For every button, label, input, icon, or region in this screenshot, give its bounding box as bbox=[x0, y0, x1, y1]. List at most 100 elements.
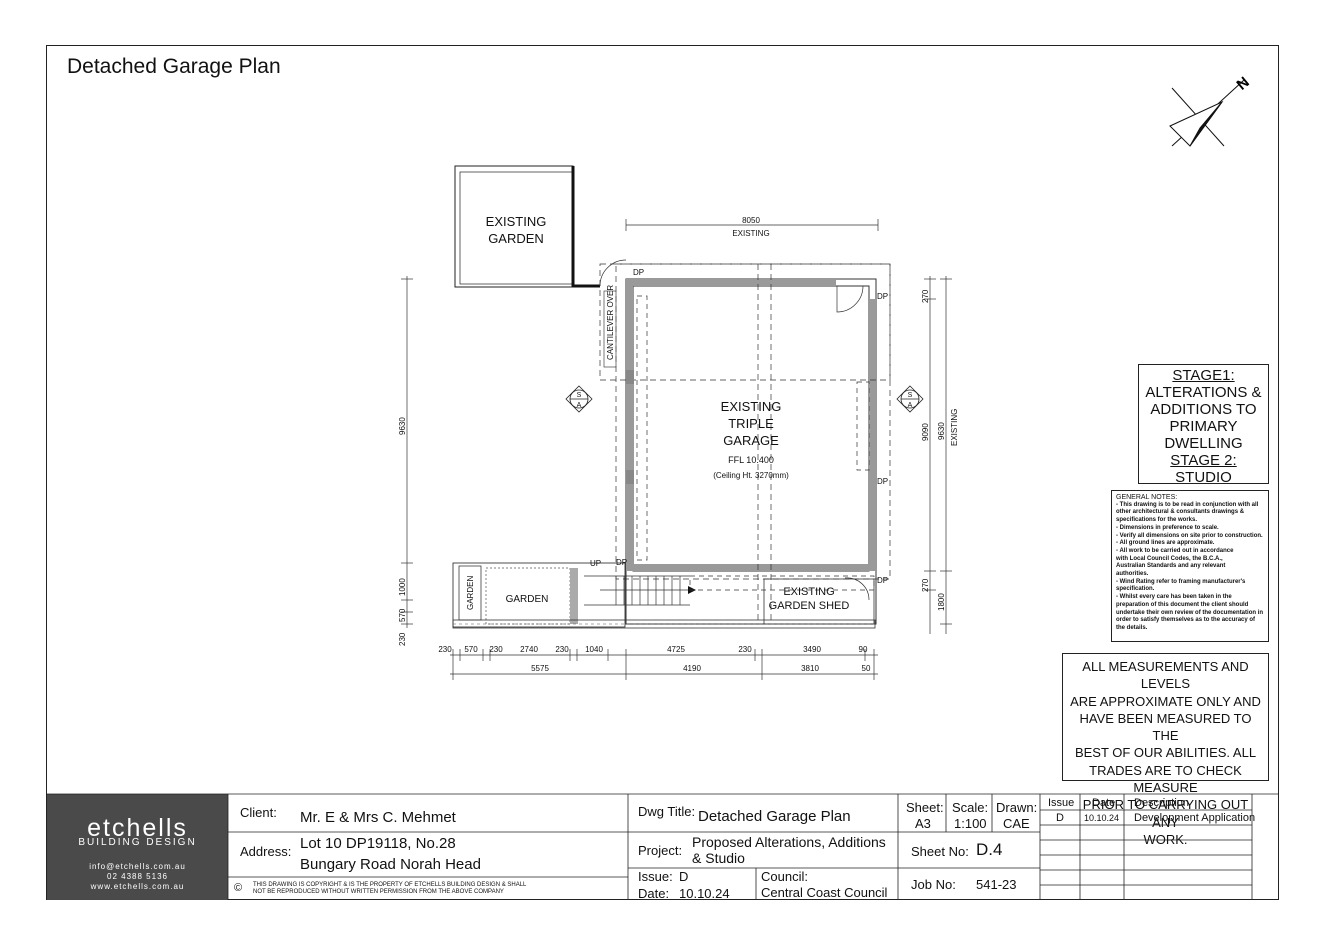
dim-b10: 90 bbox=[859, 645, 868, 654]
stage-1-heading: STAGE1: bbox=[1172, 367, 1235, 384]
north-arrow-icon bbox=[1169, 79, 1245, 147]
warning-line: ARE APPROXIMATE ONLY AND bbox=[1070, 693, 1261, 709]
measurement-warning: ALL MEASUREMENTS AND LEVELS ARE APPROXIM… bbox=[1062, 653, 1269, 847]
issue-value: D bbox=[679, 869, 689, 884]
note-line: order to satisfy themselves as to the ac… bbox=[1116, 617, 1256, 624]
date-label: Date: bbox=[638, 886, 670, 901]
garage-label-1: EXISTING bbox=[721, 399, 782, 414]
section-a-left: A bbox=[577, 402, 582, 409]
dim-b7: 4725 bbox=[667, 645, 685, 654]
warning-line: WORK. bbox=[1143, 831, 1188, 847]
dim-b3: 230 bbox=[489, 645, 503, 654]
client-value: Mr. E & Mrs C. Mehmet bbox=[300, 809, 456, 826]
section-s-left: S bbox=[577, 392, 582, 399]
dp-label-1: DP bbox=[633, 268, 644, 277]
dim-left-570: 570 bbox=[398, 608, 407, 622]
dim-b2: 570 bbox=[464, 645, 478, 654]
note-line: - Dimensions in preference to scale. bbox=[1116, 524, 1219, 531]
dim-left-230: 230 bbox=[398, 632, 407, 646]
stage-line-4: PRIMARY bbox=[1169, 418, 1238, 435]
note-line: specification. bbox=[1116, 586, 1155, 593]
note-line: - This drawing is to be read in conjunct… bbox=[1116, 501, 1259, 508]
dim-b6: 1040 bbox=[585, 645, 603, 654]
dim-b4: 2740 bbox=[520, 645, 538, 654]
notes-heading: GENERAL NOTES: bbox=[1116, 494, 1178, 501]
address-line-1: Lot 10 DP19118, No.28 bbox=[300, 835, 456, 852]
garage-label-2: TRIPLE bbox=[728, 416, 774, 431]
sheet-no-label: Sheet No: bbox=[911, 844, 969, 859]
address-line-2: Bungary Road Norah Head bbox=[300, 856, 481, 873]
note-line: Australian Standards and any relevant bbox=[1116, 563, 1226, 570]
council-label: Council: bbox=[761, 869, 808, 884]
ceiling-label: (Ceiling Ht. 3270mm) bbox=[713, 471, 789, 480]
project-line-2: & Studio bbox=[692, 850, 745, 866]
shed-label-1: EXISTING bbox=[783, 586, 834, 598]
existing-garden-label-1: EXISTING bbox=[486, 214, 547, 229]
rev-row-issue: D bbox=[1056, 812, 1064, 824]
stage-line-2: ALTERATIONS & bbox=[1145, 384, 1262, 401]
dim-top: 8050 bbox=[742, 216, 760, 225]
job-no-label: Job No: bbox=[911, 877, 956, 892]
dim-270-bottom: 270 bbox=[921, 578, 930, 592]
rev-header-issue: Issue bbox=[1048, 797, 1075, 809]
dwg-title-value: Detached Garage Plan bbox=[698, 808, 851, 825]
copyright-line-2: NOT BE REPRODUCED WITHOUT WRITTEN PERMIS… bbox=[253, 889, 504, 895]
warning-line: TRADES ARE TO CHECK MEASURE bbox=[1089, 762, 1242, 796]
sheet-value: A3 bbox=[915, 816, 931, 831]
logo-web: www.etchells.com.au bbox=[90, 882, 185, 891]
dim-b5: 230 bbox=[555, 645, 569, 654]
scale-value: 1:100 bbox=[954, 816, 987, 831]
logo-name: etchells bbox=[87, 814, 188, 842]
dim-1800: 1800 bbox=[937, 593, 946, 611]
stage-line-7: STUDIO bbox=[1175, 469, 1232, 486]
warning-line: ALL MEASUREMENTS AND LEVELS bbox=[1082, 659, 1249, 692]
drawn-value: CAE bbox=[1003, 816, 1030, 831]
cantilever-label: CANTILEVER OVER bbox=[606, 285, 615, 360]
rev-header-date: Date bbox=[1092, 797, 1116, 809]
council-value: Central Coast Council bbox=[761, 885, 888, 900]
dim-right-outer-sub: EXISTING bbox=[950, 409, 959, 446]
stage-line-3: ADDITIONS TO bbox=[1150, 401, 1257, 418]
project-line-1: Proposed Alterations, Additions bbox=[692, 834, 886, 850]
dim-c1: 5575 bbox=[531, 664, 549, 673]
logo-email: info@etchells.com.au bbox=[89, 862, 186, 871]
dwg-title-label: Dwg Title: bbox=[638, 804, 696, 819]
copyright-line-1: THIS DRAWING IS COPYRIGHT & IS THE PROPE… bbox=[253, 882, 527, 888]
note-line: preparation of this document the client … bbox=[1116, 601, 1249, 608]
note-line: other architectural & consultants drawin… bbox=[1116, 509, 1245, 516]
section-a-right: A bbox=[908, 402, 913, 409]
garden-label: GARDEN bbox=[506, 594, 549, 605]
dp-label-2: DP bbox=[877, 292, 888, 301]
job-no-value: 541-23 bbox=[976, 877, 1017, 892]
warning-line: BEST OF OUR ABILITIES. ALL bbox=[1074, 745, 1257, 761]
dim-b1: 230 bbox=[438, 645, 452, 654]
note-line: - All work to be carried out in accordan… bbox=[1116, 547, 1234, 554]
dim-b8: 230 bbox=[738, 645, 752, 654]
dim-left-1000: 1000 bbox=[398, 578, 407, 596]
note-line: - All ground lines are approximate. bbox=[1116, 540, 1215, 547]
dim-c3: 3810 bbox=[801, 664, 819, 673]
note-line: - Whilst every care has been taken in th… bbox=[1116, 594, 1232, 601]
dim-270-top: 270 bbox=[921, 289, 930, 303]
ffl-label: FFL 10.400 bbox=[728, 455, 774, 465]
stage-2-heading: STAGE 2: bbox=[1170, 452, 1237, 469]
garden-small-label: GARDEN bbox=[466, 576, 475, 610]
dim-left: 9630 bbox=[398, 417, 407, 435]
note-line: with Local Council Codes, the B.C.A., bbox=[1116, 555, 1223, 562]
warning-line: HAVE BEEN MEASURED TO THE bbox=[1079, 710, 1252, 744]
issue-label: Issue: bbox=[638, 869, 673, 884]
garage-label-3: GARAGE bbox=[723, 433, 779, 448]
note-line: authorities. bbox=[1116, 571, 1149, 578]
section-s-right: S bbox=[908, 392, 913, 399]
copyright-icon: © bbox=[234, 882, 243, 894]
note-line: specifications for the works. bbox=[1116, 517, 1198, 524]
dim-c4: 50 bbox=[862, 664, 871, 673]
address-label: Address: bbox=[240, 844, 292, 859]
existing-garden-label-2: GARDEN bbox=[488, 231, 544, 246]
note-line: the details. bbox=[1116, 624, 1148, 631]
dp-label-5: DP bbox=[877, 576, 888, 585]
dim-9090: 9090 bbox=[921, 423, 930, 441]
shed-label-2: GARDEN SHED bbox=[769, 600, 850, 612]
